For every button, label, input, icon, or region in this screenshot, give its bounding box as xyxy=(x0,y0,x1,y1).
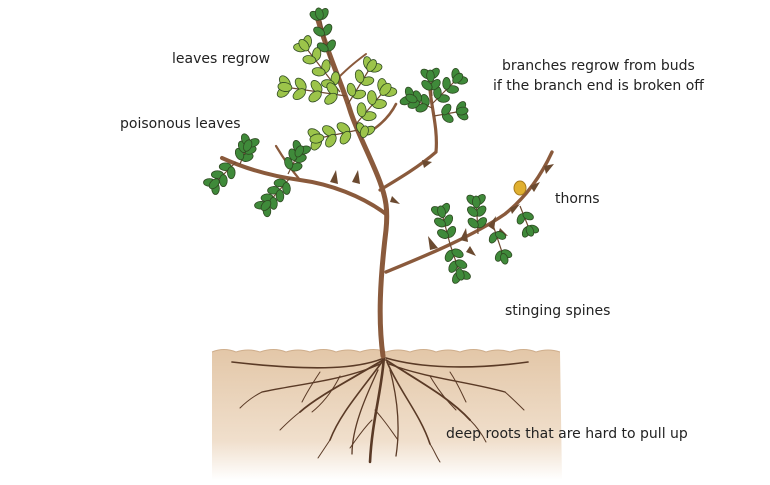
label-branches-regrow-line2: if the branch end is broken off xyxy=(493,78,704,94)
leaflet xyxy=(467,206,479,217)
label-leaves-regrow: leaves regrow xyxy=(172,51,271,67)
leaflet xyxy=(325,133,337,148)
leaflet xyxy=(260,199,272,212)
leaflet xyxy=(219,174,228,188)
leaflet xyxy=(495,231,507,240)
leaflet xyxy=(313,26,325,37)
roots xyxy=(231,354,529,464)
leaflet xyxy=(308,90,322,103)
leaflet xyxy=(346,82,357,97)
leaflet xyxy=(302,55,317,65)
label-deep-roots: deep roots that are hard to pull up xyxy=(446,426,688,442)
leaflet xyxy=(437,205,446,219)
thorns xyxy=(330,160,554,256)
leaflet xyxy=(522,211,534,221)
leaflet xyxy=(442,77,451,90)
leaflet xyxy=(294,145,305,158)
leaflet xyxy=(324,92,338,105)
leaflet xyxy=(455,259,468,269)
leaflet xyxy=(277,82,293,92)
leaflet xyxy=(379,82,392,96)
leaflet xyxy=(311,67,326,77)
leaflet xyxy=(467,217,479,229)
leaflet xyxy=(472,195,481,209)
soil xyxy=(211,349,562,480)
label-branches-regrow-line1: branches regrow from buds xyxy=(502,58,695,74)
leaflet xyxy=(208,178,220,190)
label-stinging-spines: stinging spines xyxy=(505,303,611,319)
leaflet xyxy=(243,139,253,152)
leaflet xyxy=(354,69,365,84)
leaflet xyxy=(455,106,469,116)
leaves xyxy=(203,7,540,284)
leaflet xyxy=(298,39,310,52)
leaflet xyxy=(366,59,377,72)
leaflet xyxy=(367,90,377,106)
label-poisonous-leaves: poisonous leaves xyxy=(120,116,241,132)
leaflet xyxy=(421,80,433,91)
leaflet xyxy=(275,189,285,203)
leaflet xyxy=(525,225,535,237)
leaflet xyxy=(452,72,464,84)
leaflet xyxy=(339,130,352,145)
leaflet xyxy=(356,102,367,118)
leaflet xyxy=(227,166,236,180)
leaflet xyxy=(359,125,369,139)
leaflet xyxy=(284,156,294,170)
label-thorns: thorns xyxy=(555,191,600,207)
leaflet xyxy=(426,69,435,83)
leaflet xyxy=(314,7,324,21)
leaflet xyxy=(437,229,449,239)
leaflet xyxy=(441,103,452,116)
leaflet xyxy=(282,182,291,195)
leaflet xyxy=(292,88,306,101)
leaflet xyxy=(405,93,418,104)
bud xyxy=(513,180,527,196)
leaflet xyxy=(434,217,446,228)
leaflet xyxy=(455,268,465,281)
leaflet xyxy=(451,248,464,258)
leaflet xyxy=(309,133,325,144)
stems xyxy=(220,17,554,359)
leaflet xyxy=(500,253,509,265)
